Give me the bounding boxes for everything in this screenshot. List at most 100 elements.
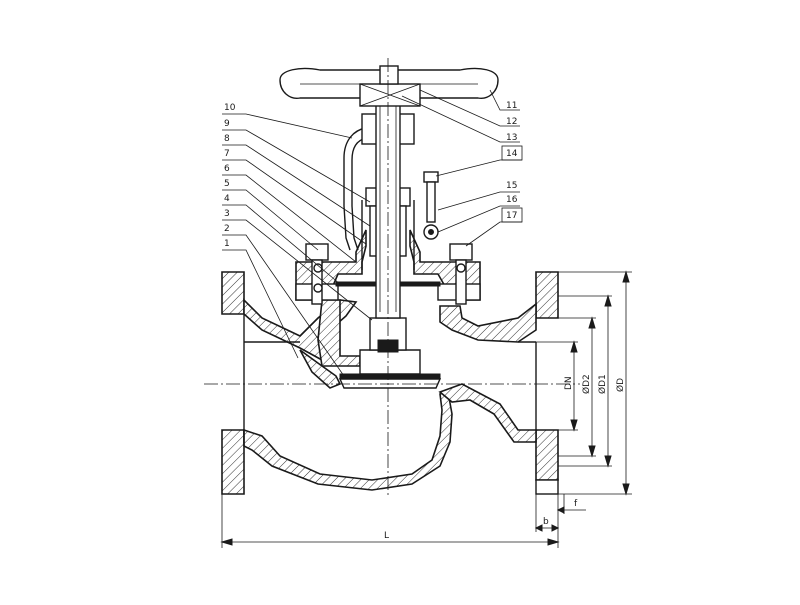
dim-DN-arrow-top <box>570 340 578 353</box>
callout-4: 4 <box>222 194 341 285</box>
valve-body <box>221 271 559 495</box>
callout-leader-14 <box>435 159 522 177</box>
dim-D-arrow-bottom <box>622 483 630 496</box>
callout-5: 5 <box>222 179 319 251</box>
callout-7: 7 <box>222 149 367 245</box>
callout-label-5: 5 <box>224 179 230 189</box>
dim-DN-arrow-bottom <box>570 419 578 432</box>
callout-label-12: 12 <box>506 117 517 127</box>
dim-D2-arrow-top <box>588 316 596 329</box>
callout-11: 11 <box>489 89 520 111</box>
dim-b-arrow-left <box>534 524 543 532</box>
dim-D-label: ØD <box>615 378 626 392</box>
callout-leader-8 <box>222 144 371 227</box>
dim-b-arrow-right <box>551 524 560 532</box>
bolt-washer-right <box>456 263 466 273</box>
callout-leader-1 <box>222 249 299 359</box>
callout-label-2: 2 <box>224 224 230 234</box>
callout-leader-17 <box>465 221 522 247</box>
left-flange-lower <box>221 429 245 495</box>
left-callouts: 10 9 8 7 6 5 4 3 <box>222 103 373 377</box>
callout-leader-10 <box>222 113 353 139</box>
yoke-arm-left <box>343 127 367 251</box>
handwheel <box>279 65 499 107</box>
bolt-washer-left-lower <box>313 283 323 293</box>
callout-leader-16 <box>437 205 520 233</box>
right-callouts: 11 12 13 14 15 16 17 <box>401 89 523 247</box>
callout-15: 15 <box>437 181 520 211</box>
callout-leader-13 <box>401 95 520 143</box>
handwheel-nut <box>379 65 399 85</box>
callout-3: 3 <box>222 209 373 321</box>
callout-label-9: 9 <box>224 119 230 129</box>
bolt-nut-right <box>449 243 473 261</box>
callout-label-16: 16 <box>506 195 518 205</box>
dim-f-label: f <box>574 499 578 509</box>
callout-label-8: 8 <box>224 134 230 144</box>
dim-L-arrow-left <box>220 538 233 546</box>
right-flange <box>535 271 559 319</box>
dim-D1-label: ØD1 <box>597 374 608 394</box>
callout-leader-2 <box>222 234 345 377</box>
callout-6: 6 <box>222 164 357 263</box>
callout-label-4: 4 <box>224 194 230 204</box>
body-wall-upper-right <box>439 302 537 343</box>
dim-D1-arrow-top <box>604 294 612 307</box>
bonnet-bolts <box>305 243 473 305</box>
dim-b-label: b <box>543 517 549 527</box>
callout-13: 13 <box>401 95 520 143</box>
dim-L-arrow-right <box>547 538 560 546</box>
callout-label-1: 1 <box>224 239 230 249</box>
callout-leader-6 <box>222 174 357 263</box>
dim-D2-arrow-bottom <box>588 445 596 458</box>
dim-D-arrow-top <box>622 270 630 283</box>
callout-17: 17 <box>465 207 523 247</box>
callout-leader-11 <box>489 89 520 111</box>
gland-bolt <box>426 181 436 223</box>
callout-1: 1 <box>222 239 299 359</box>
callout-2: 2 <box>222 224 345 377</box>
bolt-washer-left <box>313 263 323 273</box>
right-flange-face <box>535 479 559 495</box>
gland-nut <box>423 171 439 183</box>
valve-disc <box>359 349 421 375</box>
callout-leader-5 <box>222 189 319 251</box>
seat-ring <box>338 378 442 389</box>
callout-16: 16 <box>437 195 520 233</box>
callout-label-10: 10 <box>224 103 236 113</box>
callout-leader-12 <box>419 89 520 127</box>
callout-label-13: 13 <box>506 133 517 143</box>
callout-label-6: 6 <box>224 164 230 174</box>
bolt-nut-left <box>305 243 329 261</box>
bolt-stud-right <box>455 259 467 305</box>
callout-label-17: 17 <box>506 211 517 221</box>
left-flange <box>221 271 245 315</box>
right-flange-lower <box>535 429 559 481</box>
callout-label-11: 11 <box>506 101 517 111</box>
dimension-lines: L b f DN ØD2 ØD1 <box>220 270 632 548</box>
callout-label-14: 14 <box>506 149 518 159</box>
dim-D1-arrow-bottom <box>604 455 612 468</box>
callout-leader-9 <box>222 129 371 203</box>
handwheel-hub-cross <box>359 83 421 107</box>
callout-10: 10 <box>222 103 353 139</box>
callout-leader-3 <box>222 219 373 321</box>
dim-D2-label: ØD2 <box>581 374 592 394</box>
body-neck-left <box>317 299 361 367</box>
callout-12: 12 <box>419 89 520 127</box>
callout-label-15: 15 <box>506 181 517 191</box>
callout-leader-4 <box>222 204 341 285</box>
dim-L-label: L <box>384 531 389 541</box>
body-wall-lower-left <box>243 391 453 491</box>
callout-8: 8 <box>222 134 371 227</box>
callout-label-3: 3 <box>224 209 230 219</box>
partition-seat-rib <box>299 349 342 389</box>
body-wall-lower-right <box>438 383 537 443</box>
callout-label-7: 7 <box>224 149 230 159</box>
valve-seat <box>339 373 441 380</box>
callout-leader-7 <box>222 159 367 245</box>
dim-DN-label: DN <box>564 376 574 390</box>
dim-f-arrow <box>556 506 565 514</box>
